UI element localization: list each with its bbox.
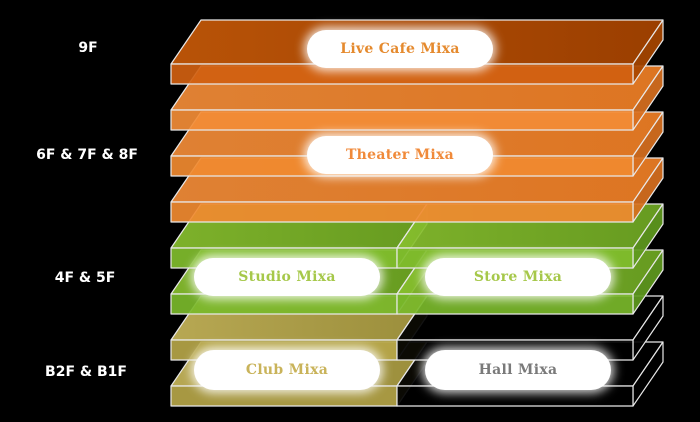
floor-label-4f-5f: 4F & 5F	[54, 270, 116, 286]
slab-4f-right-front	[396, 293, 634, 315]
slab-8f-front	[170, 109, 634, 131]
slab-6f-front	[170, 201, 634, 223]
floor-label-9f: 9F	[78, 40, 98, 56]
studio-mixa-button[interactable]: Studio Mixa	[194, 258, 380, 296]
store-mixa-button[interactable]: Store Mixa	[425, 258, 611, 296]
live-cafe-mixa-button[interactable]: Live Cafe Mixa	[307, 30, 493, 68]
floor-label-b2f-b1f: B2F & B1F	[45, 364, 127, 380]
club-mixa-button[interactable]: Club Mixa	[194, 350, 380, 390]
floor-label-6f-7f-8f: 6F & 7F & 8F	[36, 147, 138, 163]
slab-4f-left-front	[170, 293, 398, 315]
theater-mixa-button[interactable]: Theater Mixa	[307, 136, 493, 174]
hall-mixa-button[interactable]: Hall Mixa	[425, 350, 611, 390]
floor-slabs	[170, 19, 664, 407]
